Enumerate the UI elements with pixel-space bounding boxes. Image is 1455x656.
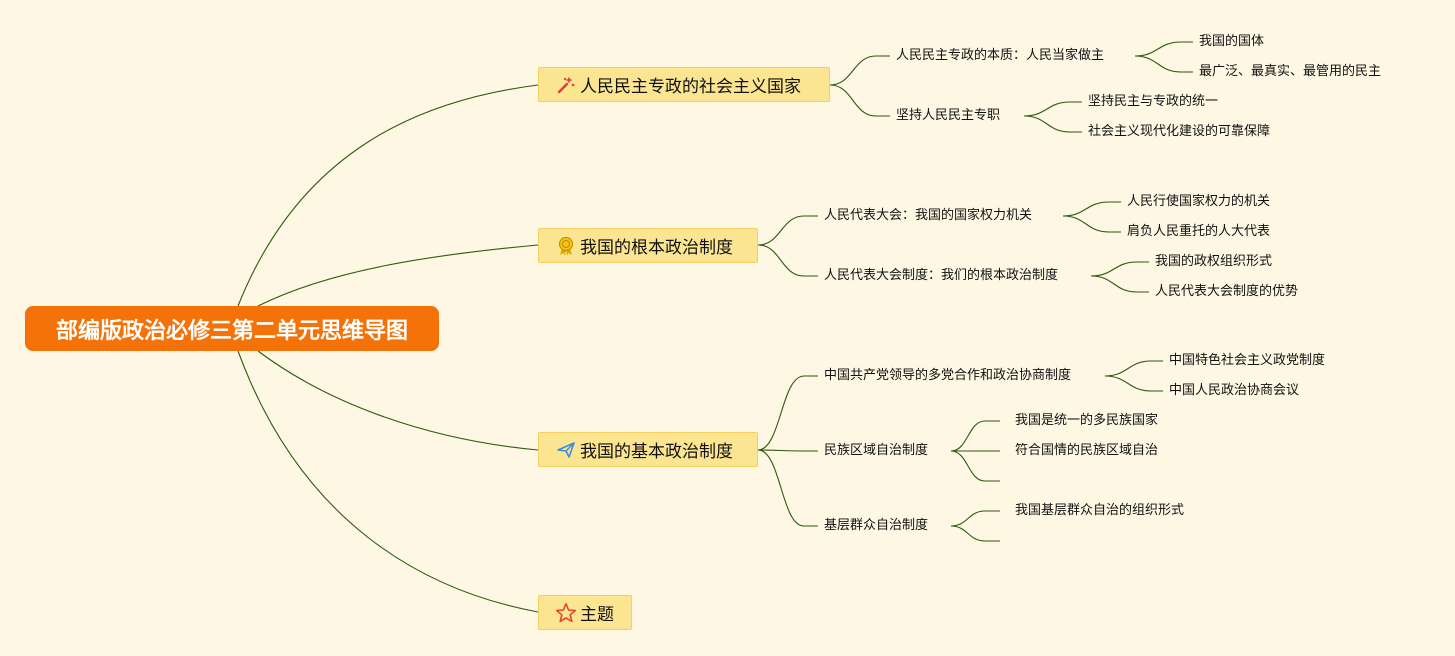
leaf-topic[interactable]: 我国基层群众自治的组织形式 xyxy=(1015,503,1185,518)
sub-topic[interactable]: 坚持人民民主专职 xyxy=(896,108,1001,123)
branch-link xyxy=(757,449,818,452)
branch-fundamental-political-system[interactable]: 我国的根本政治制度 xyxy=(538,228,758,263)
leaf-topic[interactable]: 坚持民主与专政的统一 xyxy=(1088,94,1219,109)
leaf-link xyxy=(1104,375,1163,392)
root-link xyxy=(257,350,539,451)
leaf-topic[interactable]: 我国的政权组织形式 xyxy=(1155,254,1273,269)
branch-basic-political-system[interactable]: 我国的基本政治制度 xyxy=(538,432,758,467)
sub-topic[interactable]: 民族区域自治制度 xyxy=(824,443,929,458)
leaf-link xyxy=(1134,55,1193,73)
branch-label: 主题 xyxy=(580,605,614,625)
leaf-link xyxy=(1134,41,1193,57)
root-link xyxy=(237,84,539,307)
leaf-topic[interactable]: 中国特色社会主义政党制度 xyxy=(1169,353,1326,368)
branch-link xyxy=(757,244,818,277)
sparkle-icon xyxy=(555,74,577,96)
leaf-topic[interactable]: 我国的国体 xyxy=(1199,34,1265,49)
leaf-link xyxy=(950,450,1000,482)
sub-topic[interactable]: 人民代表大会：我国的国家权力机关 xyxy=(824,208,1033,223)
leaf-topic[interactable]: 符合国情的民族区域自治 xyxy=(1015,443,1159,458)
leaf-link xyxy=(950,510,1000,527)
leaf-link xyxy=(950,420,1000,452)
sub-topic[interactable]: 人民代表大会制度：我们的根本政治制度 xyxy=(824,268,1059,283)
leaf-topic[interactable]: 人民代表大会制度的优势 xyxy=(1155,284,1299,299)
leaf-link xyxy=(1023,101,1082,117)
branch-link xyxy=(757,375,818,451)
branch-topic-placeholder[interactable]: 主题 xyxy=(538,595,632,630)
branch-link xyxy=(829,84,890,117)
branch-label: 人民民主专政的社会主义国家 xyxy=(580,77,801,97)
leaf-link xyxy=(1090,275,1149,293)
leaf-link xyxy=(1062,215,1121,233)
leaf-topic[interactable]: 中国人民政治协商会议 xyxy=(1169,383,1300,398)
leaf-topic[interactable]: 社会主义现代化建设的可靠保障 xyxy=(1088,124,1271,139)
branch-link xyxy=(757,215,818,246)
branch-label: 我国的根本政治制度 xyxy=(580,238,733,258)
branch-label: 我国的基本政治制度 xyxy=(580,442,733,462)
branch-people-democratic-dictatorship[interactable]: 人民民主专政的社会主义国家 xyxy=(538,67,830,102)
star-icon xyxy=(555,602,577,624)
leaf-link xyxy=(1023,115,1082,133)
branch-link xyxy=(829,55,890,86)
leaf-link xyxy=(950,525,1000,542)
sub-topic[interactable]: 中国共产党领导的多党合作和政治协商制度 xyxy=(824,368,1072,383)
root-link xyxy=(237,350,539,613)
leaf-topic[interactable]: 人民行使国家权力的机关 xyxy=(1127,194,1271,209)
leaf-topic[interactable]: 我国是统一的多民族国家 xyxy=(1015,413,1159,428)
sub-topic[interactable]: 人民民主专政的本质：人民当家做主 xyxy=(896,48,1105,63)
paper-plane-icon xyxy=(555,439,577,461)
medal-icon xyxy=(555,235,577,257)
branch-link xyxy=(757,449,818,527)
leaf-topic[interactable]: 肩负人民重托的人大代表 xyxy=(1127,224,1271,239)
leaf-link xyxy=(1090,261,1149,277)
root-topic[interactable]: 部编版政治必修三第二单元思维导图 xyxy=(25,306,439,351)
root-link xyxy=(257,244,539,307)
leaf-topic[interactable]: 最广泛、最真实、最管用的民主 xyxy=(1199,64,1382,79)
sub-topic[interactable]: 基层群众自治制度 xyxy=(824,518,929,533)
leaf-link xyxy=(1104,360,1163,377)
leaf-link xyxy=(1062,201,1121,217)
